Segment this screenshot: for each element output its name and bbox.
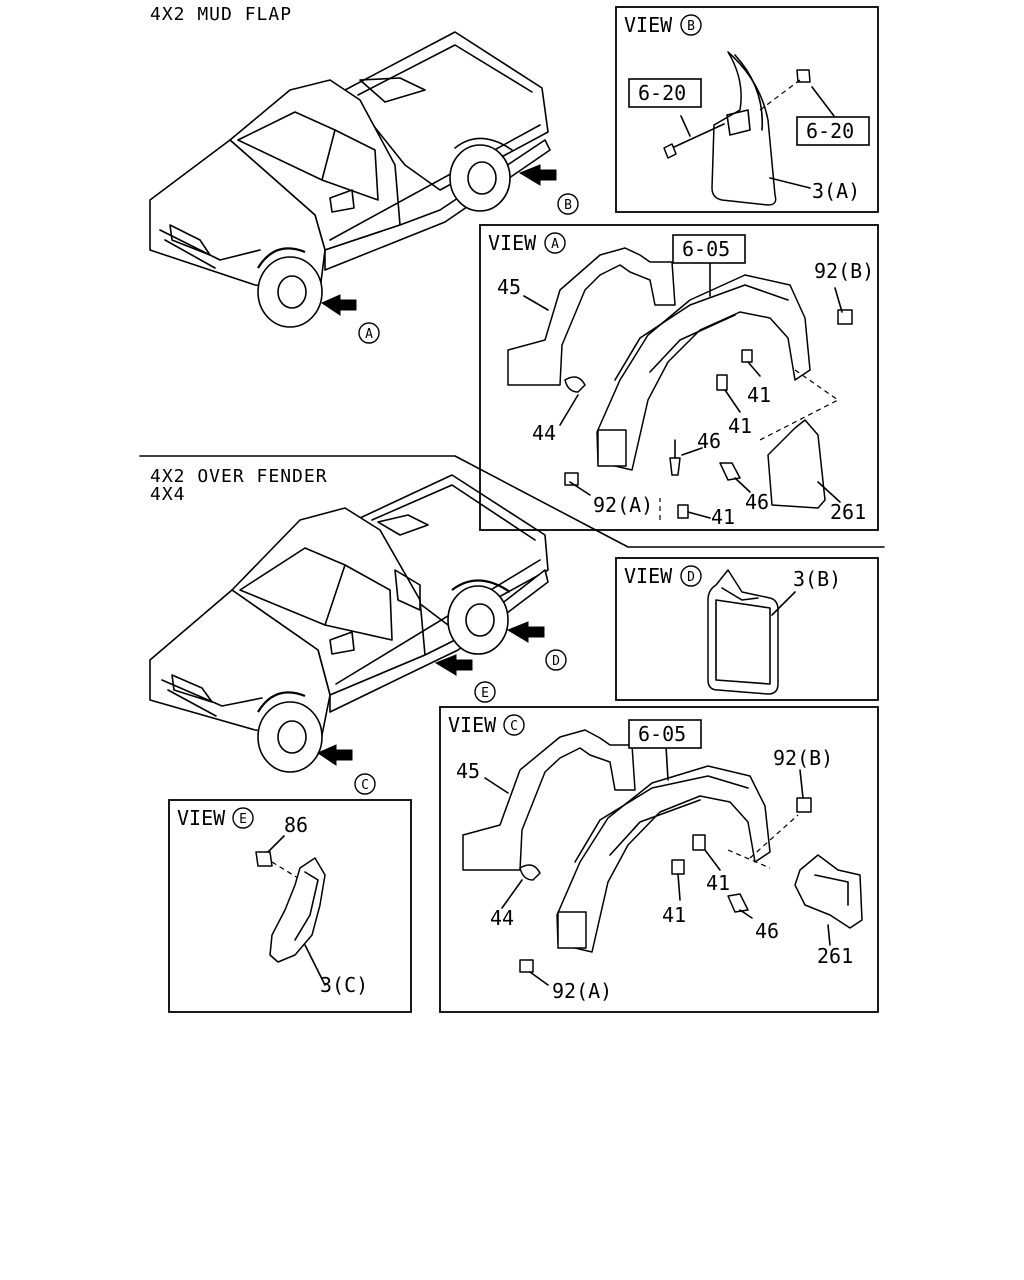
view-b-part-3a: 3(A) <box>812 179 860 203</box>
arrow-to-view-c <box>316 744 353 766</box>
view-c-label-41-b: 41 <box>662 903 686 927</box>
view-a-label-92b: 92(B) <box>814 259 874 283</box>
view-a-title: VIEW <box>488 231 537 255</box>
view-c-letter: C <box>510 719 518 734</box>
view-a-label-41-b: 41 <box>728 414 752 438</box>
view-e-letter: E <box>239 812 247 827</box>
view-e-part-3c: 3(C) <box>320 973 368 997</box>
view-a-label-46-b: 46 <box>745 490 769 514</box>
view-a-letter: A <box>551 237 559 252</box>
view-b-ref-left: 6-20 <box>638 81 686 105</box>
view-a-label-41-a: 41 <box>747 383 771 407</box>
view-c-panel: VIEW C 6-05 45 92(B) 44 41 <box>439 706 879 1013</box>
view-a-label-46-a: 46 <box>697 429 721 453</box>
view-e-panel: VIEW E 86 3(C) <box>168 799 412 1013</box>
view-c-label-92b: 92(B) <box>773 746 833 770</box>
view-a-label-44: 44 <box>532 421 556 445</box>
marker-e: E <box>474 681 496 703</box>
view-c-label-45: 45 <box>456 759 480 783</box>
view-c-label-46: 46 <box>755 919 779 943</box>
view-d-title: VIEW <box>624 564 673 588</box>
view-c-label-44: 44 <box>490 906 514 930</box>
svg-text:D: D <box>552 654 560 669</box>
section-divider <box>139 455 885 548</box>
view-b-letter: B <box>687 19 695 34</box>
view-c-title: VIEW <box>448 713 497 737</box>
arrow-to-view-a <box>320 294 357 316</box>
svg-text:E: E <box>481 686 489 701</box>
view-d-part-3b: 3(B) <box>793 567 841 591</box>
view-c-label-261: 261 <box>817 944 853 968</box>
view-c-ref: 6-05 <box>638 722 686 746</box>
over-fender-subtitle: 4X4 <box>150 484 186 505</box>
view-a-label-45: 45 <box>497 275 521 299</box>
view-b-panel: VIEW B 6-20 6-20 3(A) <box>615 6 879 213</box>
view-a-label-261: 261 <box>830 500 866 524</box>
arrow-to-view-d <box>506 621 545 643</box>
view-c-label-41-a: 41 <box>706 871 730 895</box>
view-a-ref: 6-05 <box>682 237 730 261</box>
view-b-title: VIEW <box>624 13 673 37</box>
mud-flap-title: 4X2 MUD FLAP <box>150 4 292 25</box>
arrow-to-view-b <box>518 164 557 186</box>
over-fender-title: 4X2 OVER FENDER <box>150 466 328 487</box>
truck-extended-cab: D E C <box>149 474 567 795</box>
marker-c: C <box>354 773 376 795</box>
view-e-label-86: 86 <box>284 813 308 837</box>
marker-d: D <box>545 649 567 671</box>
truck-regular-cab: B A <box>149 31 579 344</box>
svg-text:B: B <box>564 198 572 213</box>
view-a-label-41-c: 41 <box>711 505 735 529</box>
view-c-label-92a: 92(A) <box>552 979 612 1003</box>
view-a-panel: VIEW A 6-05 <box>479 224 879 531</box>
view-e-title: VIEW <box>177 806 226 830</box>
view-a-label-92a: 92(A) <box>593 493 653 517</box>
arrow-to-view-e <box>434 654 473 676</box>
view-d-letter: D <box>687 570 695 585</box>
svg-text:A: A <box>365 327 373 342</box>
marker-b: B <box>557 193 579 215</box>
marker-a: A <box>358 322 380 344</box>
svg-text:C: C <box>361 778 369 793</box>
view-b-ref-right: 6-20 <box>806 119 854 143</box>
view-d-panel: VIEW D 3(B) <box>615 557 879 701</box>
